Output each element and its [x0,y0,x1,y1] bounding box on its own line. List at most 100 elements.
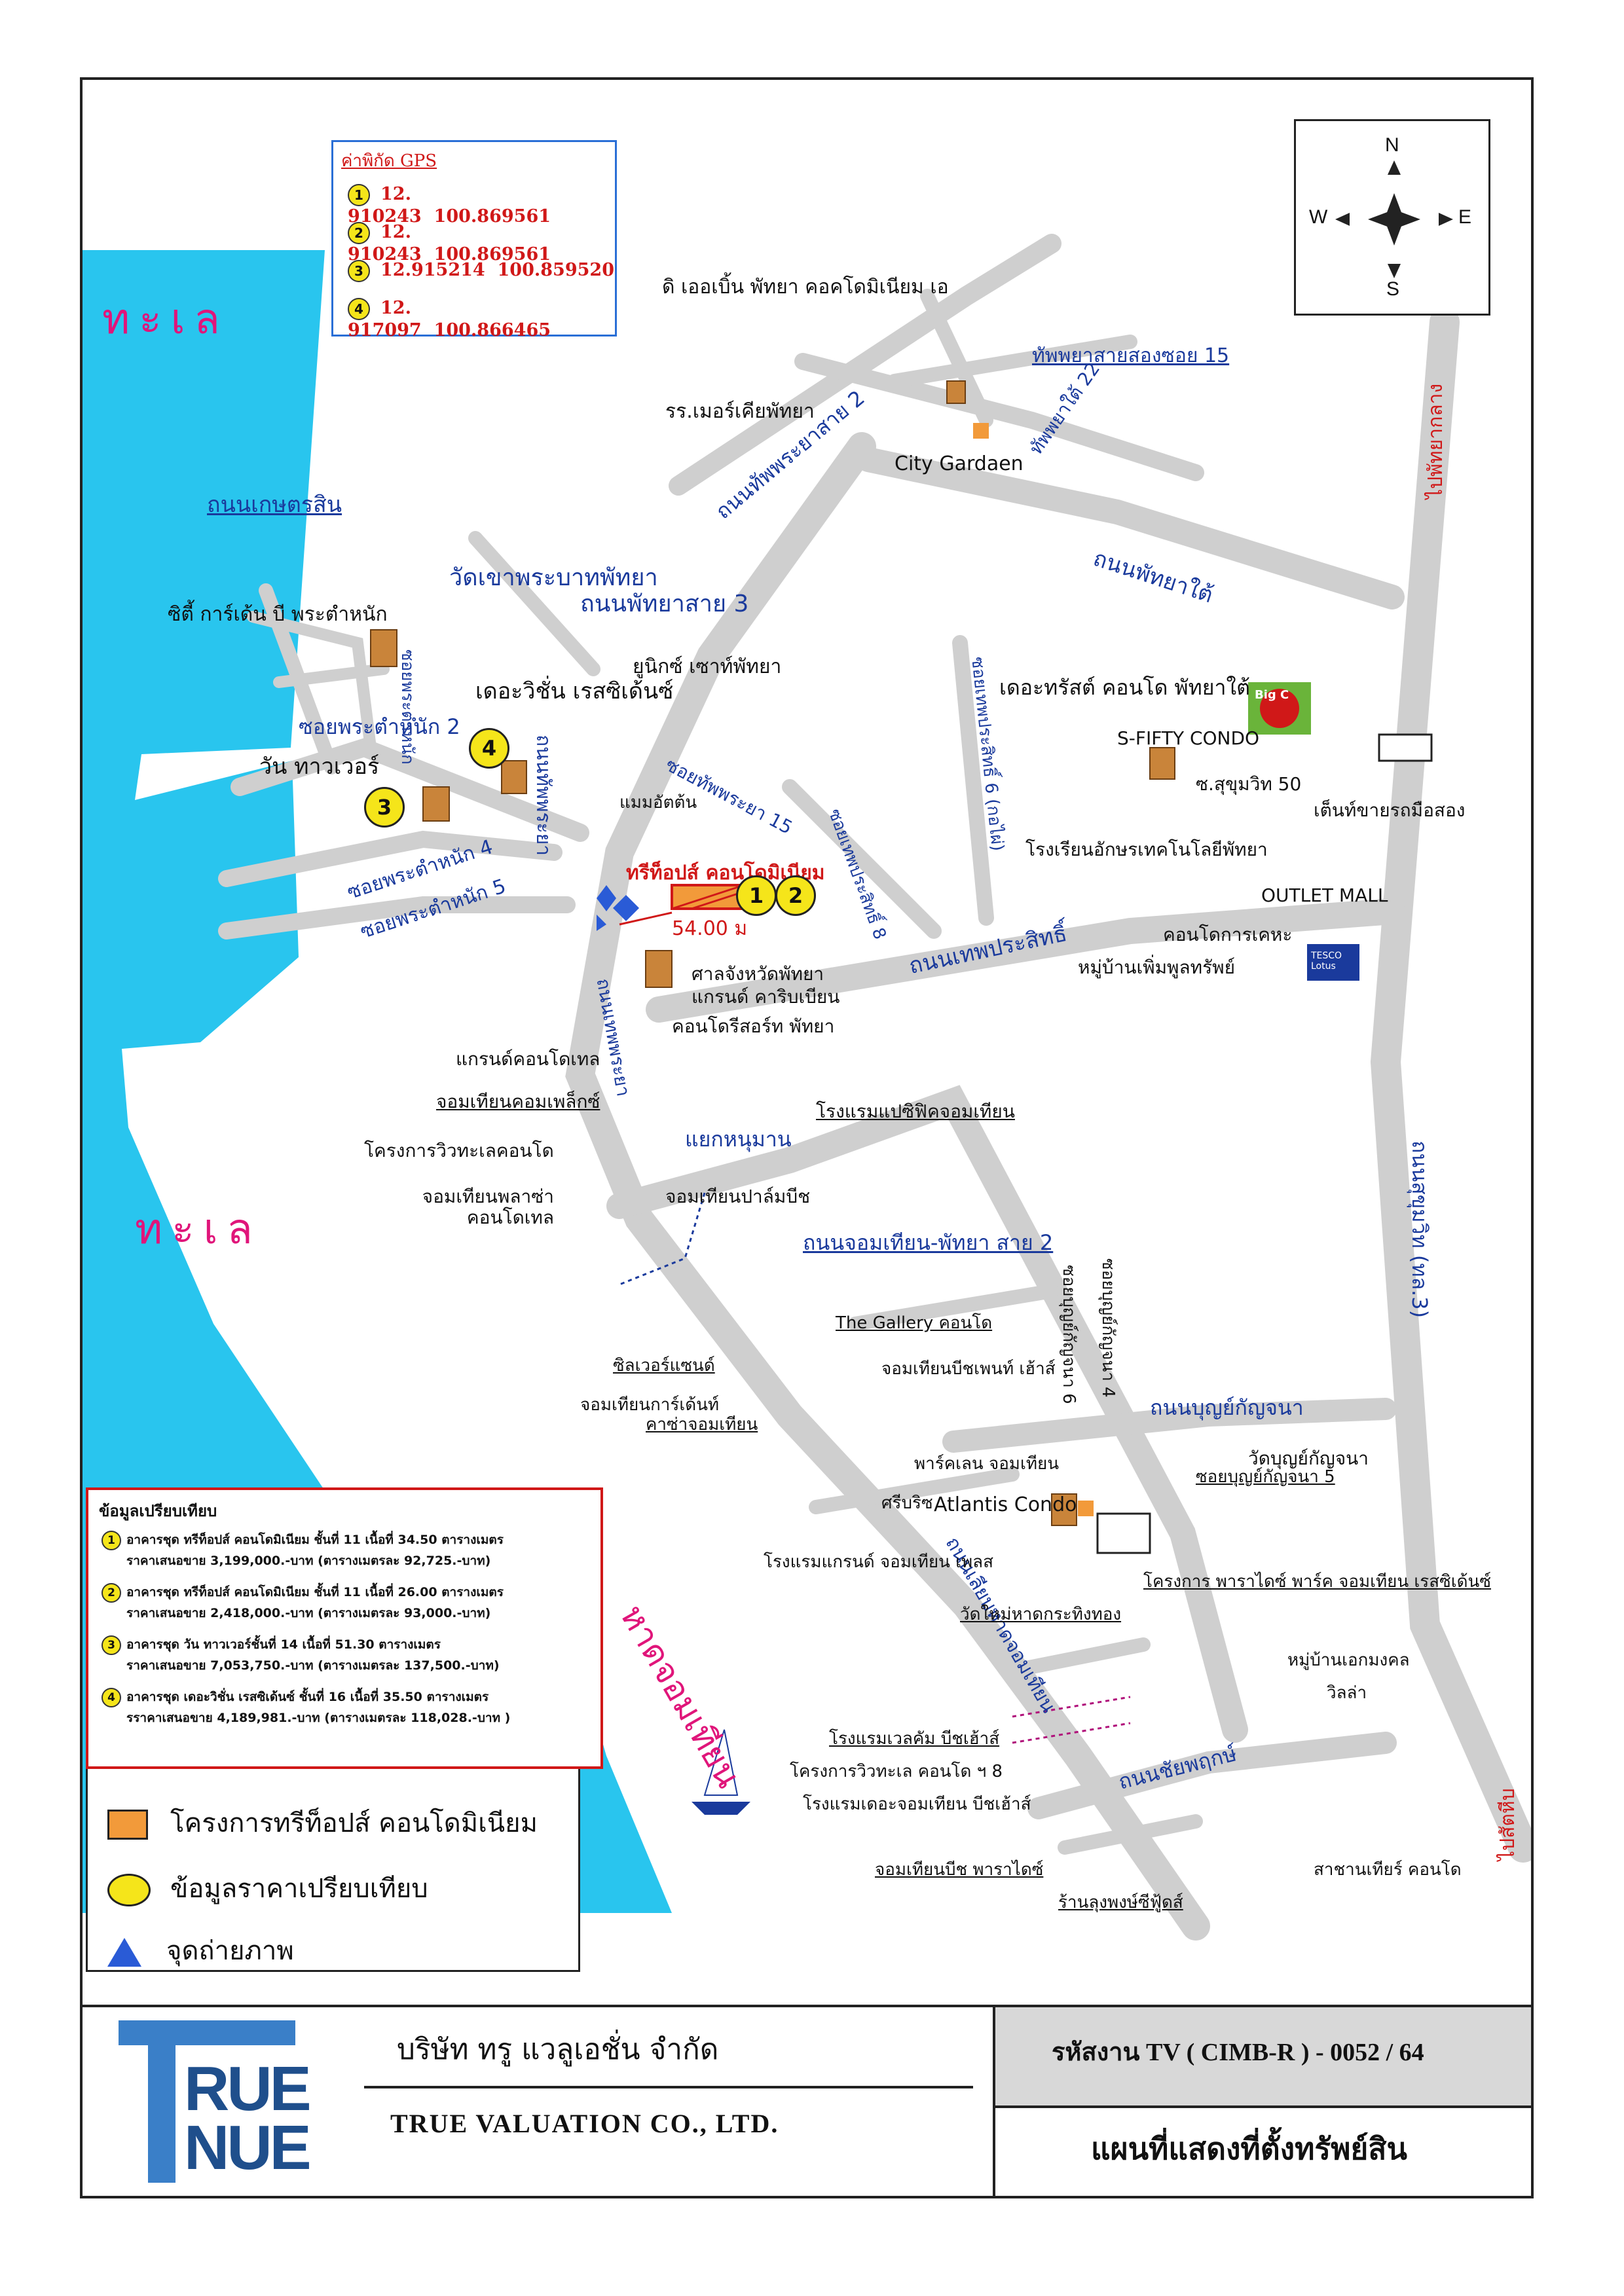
road-label: ถนนทัพพระยา [532,735,555,856]
compass-west: W [1309,206,1328,228]
building-icons [370,380,1175,1526]
comparison-line2: ราคาเสนอขาย 7,053,750.-บาท (ตารางเมตรละ … [126,1658,500,1673]
place-label: ยูนิกซ์ เซาท์พัทยา [633,655,782,678]
road-bunkanjana [942,1398,1397,1453]
comparable-badge-1: 1 [736,875,777,916]
logo-text-top: RUE [184,2054,312,2124]
place-label: The Gallery คอนโด [836,1313,993,1333]
gps-lat: 12.915214 [380,260,485,280]
place-label: เดอะทรัสต์ คอนโด พัทยาใต้ [999,675,1250,700]
comparison-line2: ราคาเสนอขาย 3,199,000.-บาท (ตารางเมตรละ … [126,1554,491,1569]
place-label: ดิ เออเบิ้น พัทยา คอคโดมิเนียม เอ [662,276,949,299]
road-sukhumvit [1370,307,1531,1863]
legend-project-label: โครงการทรีท็อปส์ คอนโดมิเนียม [170,1808,538,1838]
road-label: ไปสัตหีบ [1496,1788,1519,1861]
comparable-swatch-icon [107,1874,151,1906]
place-label: โครงการ พาราไดซ์ พาร์ค จอมเทียน เรสซิเด้… [1143,1572,1491,1592]
place-label: จอมเทียนพลาซ่า คอนโดเทล [422,1186,554,1229]
map-title: แผนที่แสดงที่ตั้งทรัพย์สิน [1091,2131,1407,2166]
place-label: คาซ่าจอมเทียน [646,1415,758,1434]
road-wat [468,531,600,676]
gps-title: ค่าพิกัด GPS [341,151,437,171]
sea-coast [83,80,351,250]
road-label: ซอยบุญย์กัญจนา 5 [1196,1467,1335,1487]
comparison-line1: อาคารชุด ทรีท็อปส์ คอนโดมิเนียม ชั้นที่ … [126,1533,504,1547]
comparison-line1: อาคารชุด เดอะวิชั่น เรสซิเด้นซ์ ชั้นที่ … [126,1690,489,1704]
comparison-num: 4 [101,1688,121,1707]
place-label: ร้านลุงพงษ์ซีฟู้ดส์ [1058,1893,1183,1912]
road-pattaya-tai [856,447,1405,610]
gps-row: 3 12.915214 100.859520 [348,260,614,282]
place-label: วิลล่า [1327,1683,1367,1703]
road-label: แยกหนุมาน [685,1127,792,1152]
comparison-line2: ราคาเสนอขาย 2,418,000.-บาท (ตารางเมตรละ … [126,1606,491,1621]
legend-comparable-label: ข้อมูลราคาเปรียบเทียบ [170,1874,428,1904]
place-label: จอมเทียนการ์เด้นท์ [580,1395,720,1415]
place-label: จอมเทียนปาล์มบีช [665,1186,811,1207]
tesco-text: TESCO Lotus [1311,951,1342,972]
compass-rose-icon [1335,160,1453,278]
sea-label: ทะเล [135,1205,262,1254]
road-thappraya-main [565,432,1210,1941]
road-west-grid2 [273,663,390,688]
place-label: วัดใหม่หาดกระทิงทอง [960,1605,1122,1624]
road-upper-net3 [887,335,1137,388]
comparable-badge-4: 4 [469,728,509,769]
company-logo: RUE NUE [119,2020,312,2184]
road-label: ซอยพระตำหนัก 2 [299,714,460,739]
gps-lat: 12. 910243 [348,222,422,264]
place-label: คอนโดรีสอร์ท พัทยา [672,1015,835,1037]
gps-num: 2 [348,222,370,244]
compass-east: E [1458,206,1472,228]
place-label: แกรนด์ คาริบเบียน [692,986,840,1008]
sailboat-icon [703,1729,739,1796]
road-gallery [848,1284,1059,1331]
road-label: ถนนเกษตรสิน [207,492,342,518]
place-label: โครงการวิวทะเลคอนโด [364,1140,554,1161]
place-label: Atlantis Condo [934,1493,1077,1516]
road-label: ไปพัทยากลาง [1424,383,1447,499]
comparison-title: ข้อมูลเปรียบเทียบ [99,1502,217,1520]
place-label: แมมอัตต้น [619,793,697,812]
road-south-local2 [809,1467,1020,1514]
place-label: โครงการวิวทะเล คอนโด ฯ 8 [790,1762,1003,1781]
compass-north: N [1385,134,1399,156]
place-label: โรงแรมแปซิฟิคจอมเทียน [816,1101,1015,1122]
place-label: วัน ทาวเวอร์ [259,754,380,780]
gps-lon: 100.859520 [497,260,614,280]
place-label: วัดบุญย์กัญจนา [1248,1448,1369,1469]
road-label: ถนนสุขุมวิท (ทล.3) [1407,1140,1432,1319]
legend-item: โครงการทรีท็อปส์ คอนโดมิเนียม [107,1802,538,1844]
road-west-grid [247,611,377,754]
comparison-line2: รราคาเสนอขาย 4,189,981.-บาท (ตารางเมตรละ… [126,1711,511,1726]
big-c-text: Big C [1255,688,1289,702]
road-pattaya2 [669,234,1061,496]
place-label: จอมเทียนบีช พาราไดซ์ [875,1860,1044,1880]
place-label: หมู่บ้านเพิ่มพูลทรัพย์ [1078,957,1236,978]
place-label: S-FIFTY CONDO [1117,727,1260,749]
company-name-th: บริษัท ทรู แวลูเอชั่น จำกัด [397,2033,719,2066]
place-label: จอมเทียนคอมเพล็กซ์ [436,1091,600,1112]
gps-num: 4 [348,298,370,320]
gps-num: 1 [348,184,370,206]
gps-num: 3 [348,260,370,282]
road-pratamnak [231,738,589,842]
place-label: เดอะวิชั่น เรสซิเด้นซ์ [475,678,674,704]
place-label: ศรีบริซ [881,1493,933,1513]
place-label: สาชานเทียร์ คอนโด [1314,1860,1462,1880]
footer: RUE NUE บริษัท ทรู แวลูเอชั่น จำกัด TRUE… [83,2005,1531,2196]
legend-item: ข้อมูลราคาเปรียบเทียบ [107,1867,428,1909]
road-thepprasit [646,898,1405,1023]
road-south-local3 [1058,1814,1203,1855]
gps-lat: 12. 917097 [348,298,422,340]
legend: โครงการทรีท็อปส์ คอนโดมิเนียม ข้อมูลราคา… [86,1769,580,1972]
logo-text-bottom: NUE [184,2113,312,2183]
sea-label: ทะเล [102,295,229,344]
road-label: ซอยพระตำหนัก [397,649,417,765]
